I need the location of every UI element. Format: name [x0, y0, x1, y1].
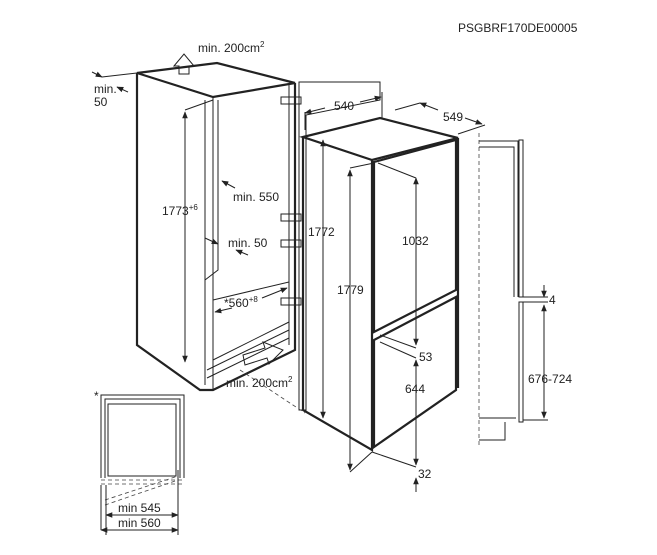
range-label: 676-724	[528, 372, 572, 386]
gap-4-label: 4	[549, 293, 556, 307]
min-545-label: min 545	[118, 501, 161, 515]
side-profile	[478, 133, 524, 448]
min-50-top-label: min.	[94, 82, 117, 96]
height-1779-label: 1779	[337, 283, 364, 297]
vent-top-label: min. 200cm2	[198, 40, 265, 55]
lower-door-label: 644	[405, 382, 425, 396]
min-560-label: min 560	[118, 516, 161, 530]
width-540-label: 540	[334, 99, 354, 113]
upper-door	[372, 138, 458, 334]
min-50-side-label: min. 50	[228, 236, 268, 250]
vent-arrow-in-icon	[242, 341, 284, 366]
lower-door	[372, 295, 458, 450]
dimension-lines	[91, 53, 548, 492]
asterisk-label: *	[94, 389, 99, 403]
plan-view	[100, 394, 185, 535]
min-50-top-value: 50	[94, 95, 108, 109]
upper-door-label: 1032	[402, 234, 429, 248]
vent-bottom-label: min. 200cm2	[226, 375, 293, 390]
gap-53-label: 53	[419, 350, 433, 364]
depth-549-label: 549	[443, 110, 463, 124]
height-1772-label: 1772	[308, 225, 335, 239]
vent-arrow-up-icon	[172, 53, 196, 75]
hinges	[280, 96, 302, 306]
niche-height-label: 1773+6	[162, 203, 198, 218]
bottom-32-label: 32	[418, 467, 432, 481]
document-code: PSGBRF170DE00005	[458, 21, 578, 35]
fridge-unit	[299, 116, 460, 452]
niche-width-label: *560+8	[224, 295, 258, 310]
min-550-label: min. 550	[233, 190, 279, 204]
